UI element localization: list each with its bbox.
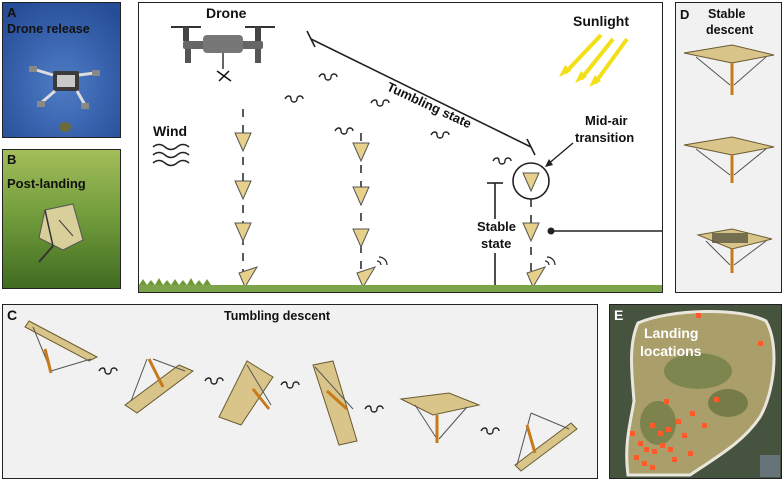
stable-label-line2: state [481,236,512,251]
panel-d-title-line2: descent [706,23,754,37]
landing-markers [630,313,763,470]
glider-icon [124,358,194,414]
panel-d-letter: D [680,7,690,22]
tumbling-sequence [24,320,578,472]
wind-label: Wind [153,123,188,139]
panel-a-drone-release: A Drone release [2,2,121,138]
drone-label: Drone [206,5,247,21]
panel-a-letter: A [7,5,17,20]
sunlight-label: Sunlight [573,13,629,29]
tumble-spiral-icon [280,381,300,389]
wind-icon [152,143,190,167]
glider-icon [683,44,775,95]
panel-d-stable-descent: D Stable descent [675,2,782,293]
signal-icon [544,256,556,266]
stable-state-bracket [487,182,503,288]
glider-icon [218,360,274,426]
drone-icon [171,26,275,82]
glider-icon [683,136,775,183]
descent-column-3 [512,142,574,289]
panel-e-landing-locations: E Landing locations [609,304,782,479]
tumble-spiral-icon [98,367,118,375]
tumbling-state-bracket [306,30,536,156]
midair-label-line2: transition [575,130,635,145]
panel-c-tumbling-descent: C Tumbling descent [2,304,598,479]
signal-icon [376,256,388,266]
tumble-spiral-icon [204,377,224,385]
drone-photo-icon [29,66,100,132]
tumble-spiral-icon [480,427,500,435]
panel-e-title-line1: Landing [644,325,699,341]
glider-icon [312,360,358,446]
glider-icon [24,320,99,374]
grass-strip [139,278,662,292]
panel-e-title-line2: locations [640,343,702,359]
panel-a-title: Drone release [7,22,90,36]
panel-b-title: Post-landing [7,176,86,191]
panel-b-post-landing: B Post-landing [2,149,121,289]
landing-map [610,305,781,478]
descent-column-2 [352,133,388,289]
sunlight-rays-icon [559,33,629,87]
post-landing-photo [3,150,120,288]
drone-release-photo [3,3,120,137]
stable-descent-gliders [683,44,775,273]
panel-e-letter: E [614,307,624,323]
landed-glider-icon [38,203,84,263]
glider-icon [399,392,481,443]
panel-c-letter: C [7,307,18,323]
descent-column-1 [234,109,259,289]
glider-icon [514,412,578,472]
panel-d-title-line1: Stable [708,7,746,21]
main-schematic-panel: Drone Sunlight Wind Tumbling state Mid-a… [138,2,663,293]
stable-label-line1: Stable [477,219,517,234]
tumble-spiral-icon [284,73,512,165]
tumble-spiral-icon [364,405,384,413]
panel-c-title: Tumbling descent [224,309,331,323]
panel-b-letter: B [7,152,17,167]
main-schematic-drawing [139,26,662,292]
glider-icon [696,228,773,273]
midair-label-line1: Mid-air [585,113,628,128]
